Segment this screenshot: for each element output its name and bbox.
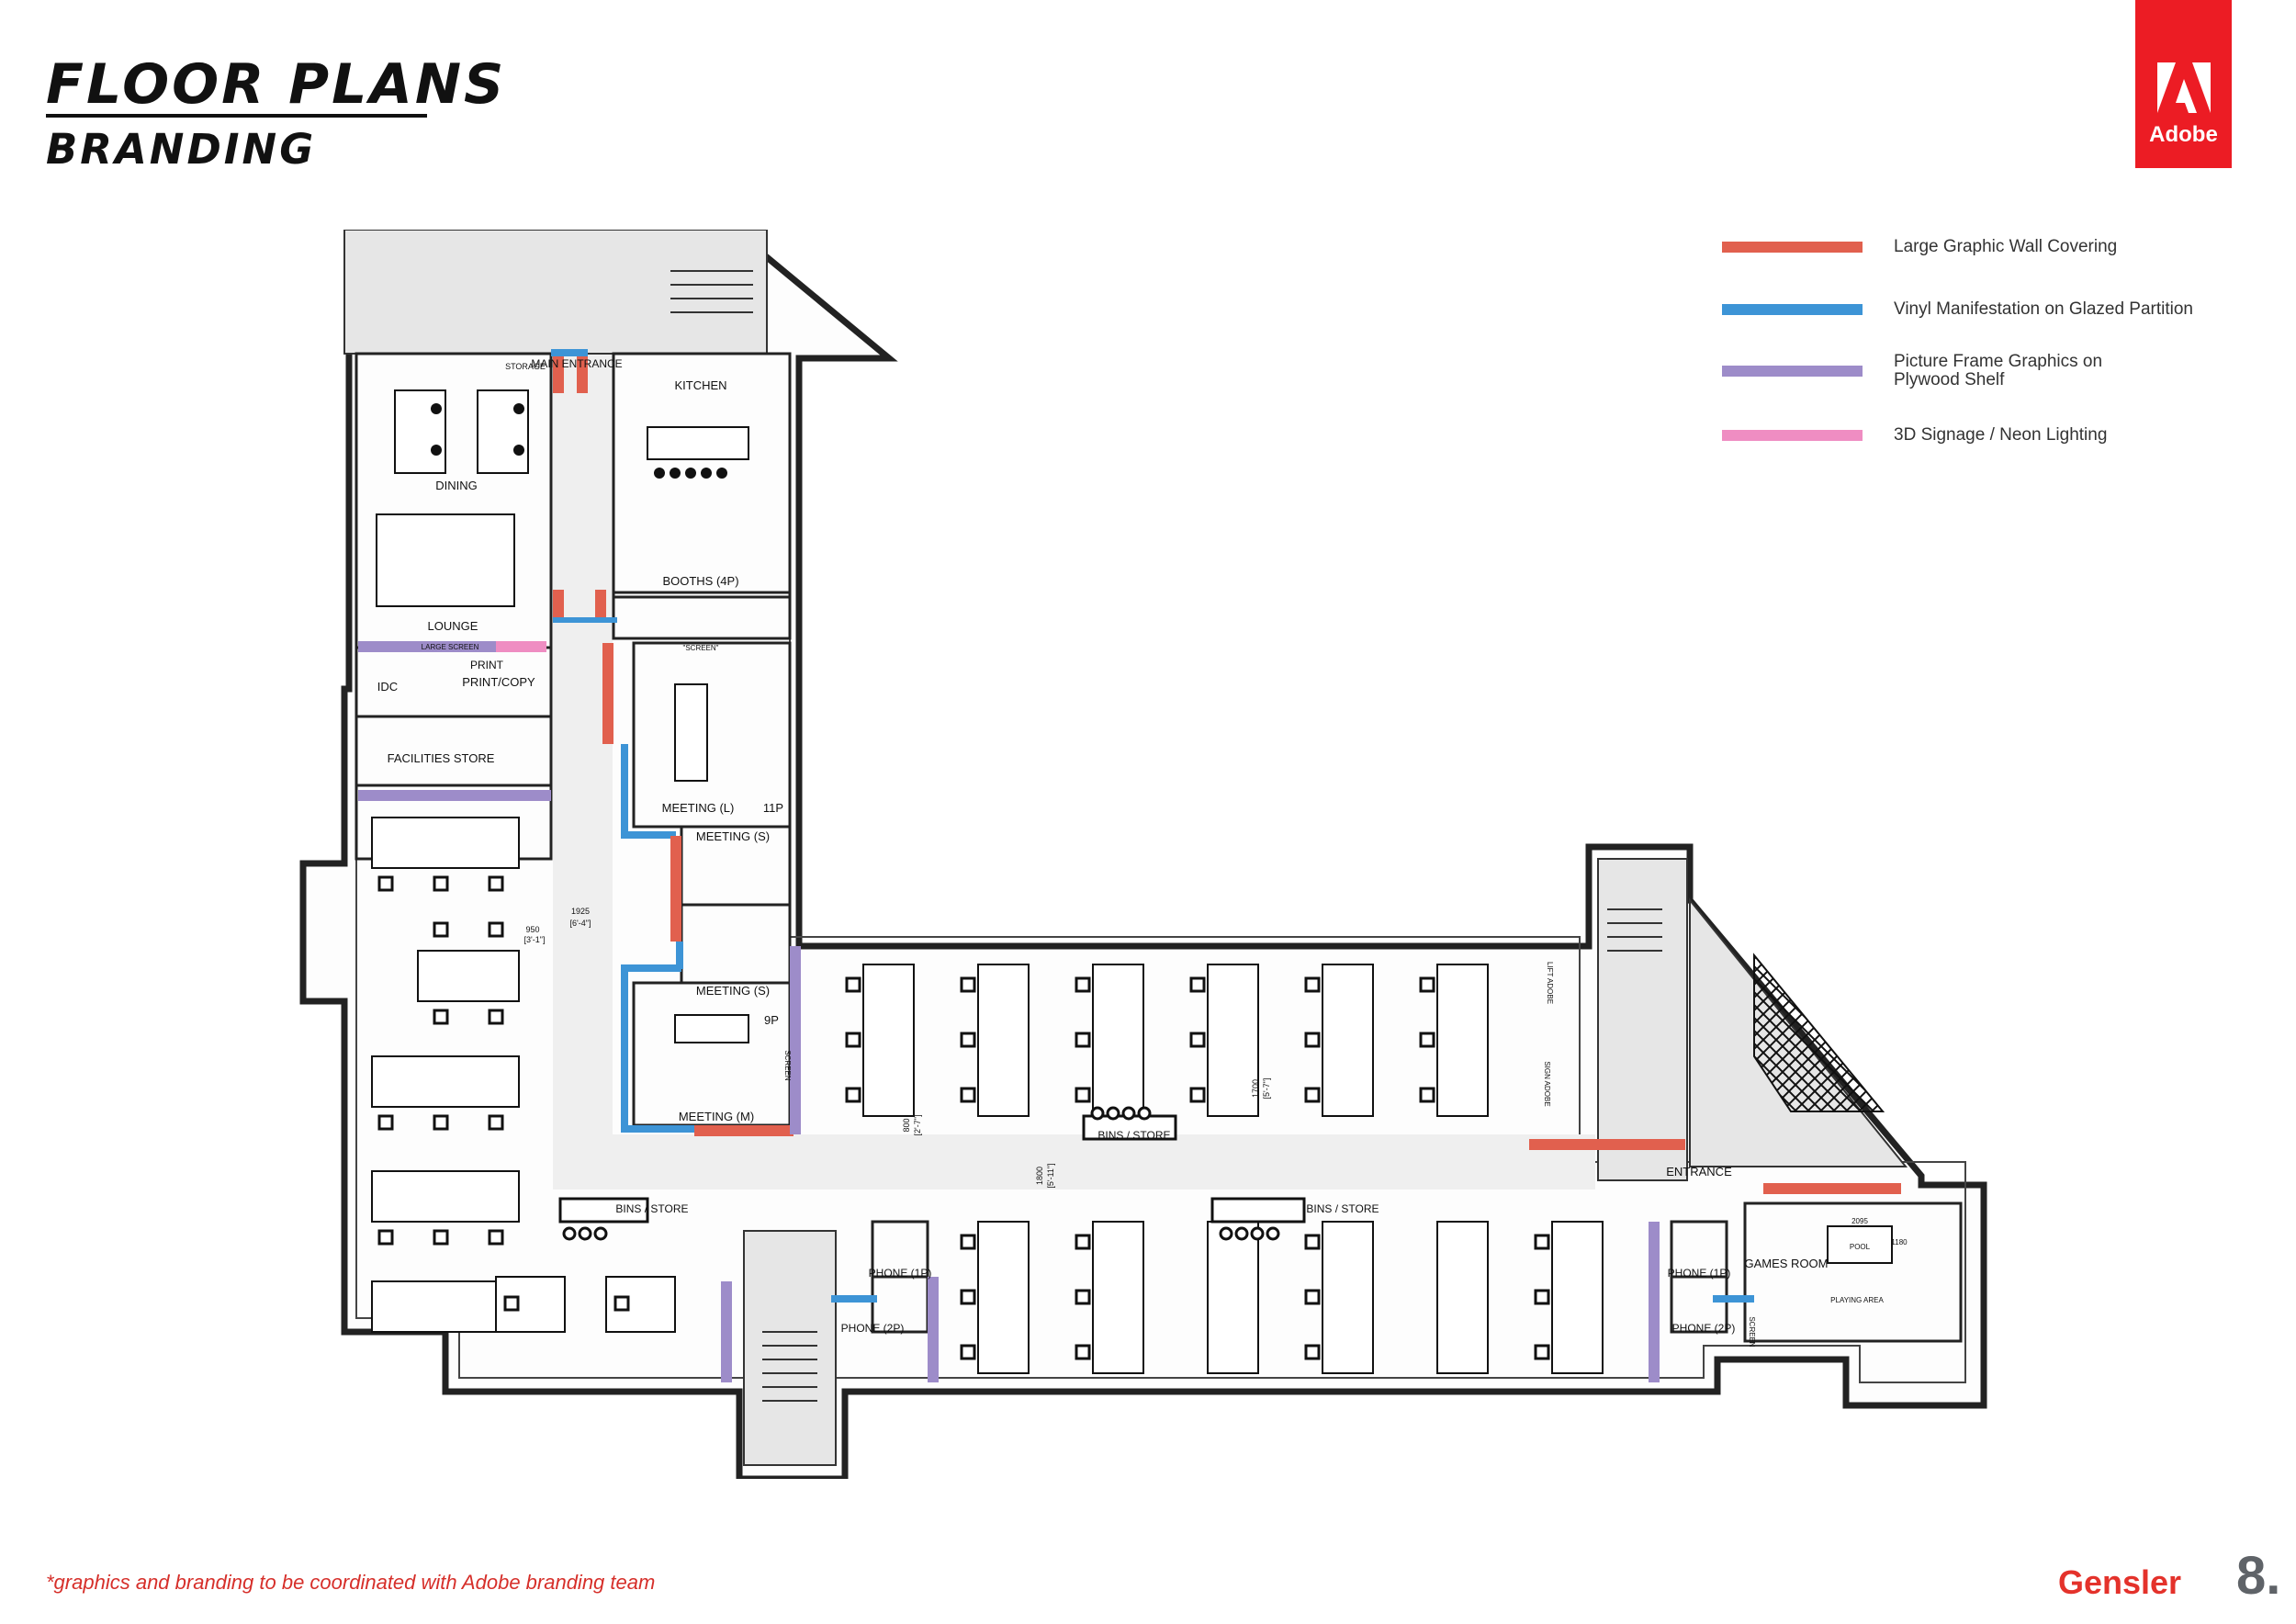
plan-labels: STORAGE MAIN ENTRANCE KITCHEN DINING LOU…: [377, 357, 1908, 1348]
stair-core-top: [343, 230, 768, 355]
sign-label: SIGN ADOBE: [1543, 1061, 1551, 1106]
playing-area-label: PLAYING AREA: [1830, 1296, 1884, 1304]
print-label: PRINT: [470, 659, 504, 671]
dimension-label: 1700: [1251, 1079, 1260, 1098]
corridor: [553, 1134, 1595, 1190]
dimension-label: [5'-11"]: [1046, 1163, 1055, 1188]
stair-core-east: [1597, 858, 1688, 1181]
page-subtitle: BRANDING: [46, 125, 317, 174]
dimension-label: [6'-4"]: [570, 919, 591, 928]
adobe-a-icon: [2157, 62, 2211, 113]
page-number: 8.: [2236, 1546, 2281, 1606]
phone-1p-label: PHONE (1P): [869, 1267, 932, 1280]
stairs: [670, 270, 1662, 1402]
dimension-label: [2'-7"]: [913, 1115, 922, 1136]
desk-clusters: [371, 389, 1893, 1374]
meeting-l-capacity: 11P: [763, 801, 783, 815]
screen-label: SCREEN: [1748, 1316, 1756, 1348]
phone-2p-label: PHONE (2P): [1672, 1322, 1736, 1335]
games-room-label: GAMES ROOM: [1744, 1257, 1828, 1270]
main-entrance-label: MAIN ENTRANCE: [531, 357, 622, 370]
phone-2p-label: PHONE (2P): [841, 1322, 905, 1335]
dimension-label: 2095: [1851, 1217, 1868, 1225]
page-title: FLOOR PLANS: [46, 52, 507, 117]
entrance-label: ENTRANCE: [1666, 1165, 1732, 1179]
legend-swatch-red: [1722, 242, 1863, 253]
pool-label: POOL: [1850, 1243, 1871, 1251]
meeting-l-label: MEETING (L): [662, 801, 735, 815]
large-screen-label: LARGE SCREEN: [422, 643, 479, 651]
adobe-logo-text: Adobe: [2149, 122, 2218, 147]
dimension-label: [5'-7"]: [1262, 1078, 1271, 1100]
lounge-label: LOUNGE: [428, 619, 478, 633]
bins-store-label: BINS / STORE: [615, 1202, 688, 1215]
floor-plan: STORAGE MAIN ENTRANCE KITCHEN DINING LOU…: [299, 230, 1987, 1479]
title-underline: [46, 114, 427, 118]
dimension-label: 1180: [1891, 1238, 1908, 1246]
hatched-area: [1753, 953, 1885, 1112]
dimension-label: 1925: [571, 907, 590, 916]
meeting-s-label: MEETING (S): [696, 829, 770, 843]
legend-swatch-purple: [1722, 366, 1863, 377]
legend-label: Large Graphic Wall Covering: [1894, 237, 2118, 256]
dimension-label: 800: [902, 1118, 911, 1132]
bins-store-label: BINS / STORE: [1306, 1202, 1379, 1215]
legend-swatch-blue: [1722, 304, 1863, 315]
bin-stations: [558, 1106, 1306, 1241]
branding-marks: [358, 349, 1901, 1382]
stair-core-south: [743, 1230, 837, 1466]
storage-label: STORAGE: [505, 362, 546, 371]
gensler-logo: Gensler: [2058, 1563, 2182, 1601]
dining-stools: [431, 403, 727, 479]
legend-label: Vinyl Manifestation on Glazed Partition: [1894, 299, 2193, 319]
meeting-s-label: MEETING (S): [696, 984, 770, 998]
meeting-m-capacity: 9P: [764, 1013, 779, 1027]
phone-1p-label: PHONE (1P): [1668, 1267, 1731, 1280]
booths-label: BOOTHS (4P): [662, 574, 738, 588]
inner-wall-line: [355, 353, 1966, 1466]
idc-label: IDC: [377, 680, 398, 694]
print-copy-label: PRINT/COPY: [462, 675, 535, 689]
dining-label: DINING: [435, 479, 478, 492]
bins-store-label: BINS / STORE: [1097, 1129, 1170, 1142]
chairs: [377, 875, 1550, 1360]
facilities-store-label: FACILITIES STORE: [388, 751, 495, 765]
legend-label: 3D Signage / Neon Lighting: [1894, 425, 2108, 445]
dimension-label: 1800: [1035, 1167, 1044, 1185]
footnote: *graphics and branding to be coordinated…: [46, 1571, 656, 1594]
legend-swatch-pink: [1722, 430, 1863, 441]
legend-label: Picture Frame Graphics on Plywood Shelf: [1894, 352, 2103, 389]
lift-label: LIFT ADOBE: [1546, 962, 1554, 1004]
screen-label: "SCREEN": [682, 644, 718, 652]
kitchen-label: KITCHEN: [674, 378, 726, 392]
dimension-label: [3'-1"]: [524, 935, 546, 944]
dimension-label: 950: [525, 925, 539, 934]
meeting-m-label: MEETING (M): [679, 1110, 754, 1123]
adobe-logo: Adobe: [2135, 0, 2232, 168]
building-walls: [299, 230, 1987, 1479]
corridor: [553, 354, 613, 1185]
screen-label: SCREEN: [783, 1050, 792, 1081]
